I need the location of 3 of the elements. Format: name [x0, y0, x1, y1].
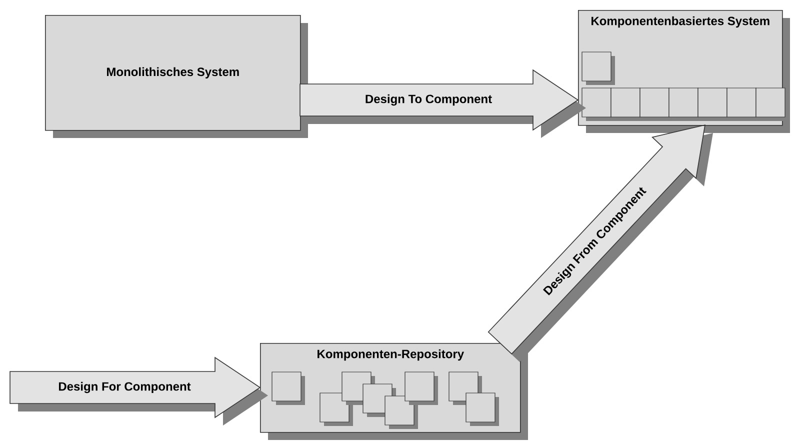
- edge-label: Design To Component: [364, 93, 494, 107]
- edge-label: Design For Component: [57, 380, 192, 394]
- component-box: Monolithisches System: [45, 15, 308, 138]
